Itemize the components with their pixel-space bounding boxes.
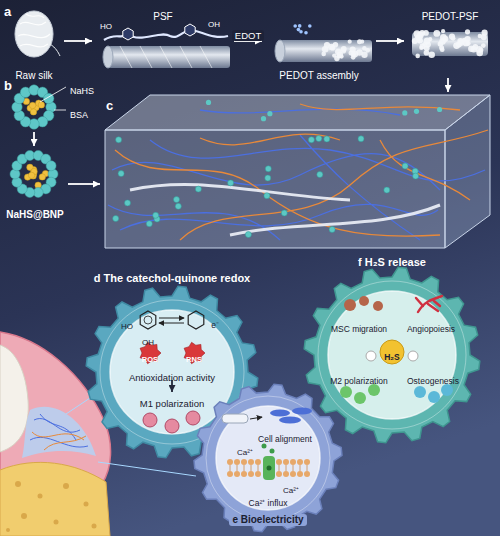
arrow-connector [171,380,173,392]
panel-title: e Bioelectricity [229,514,306,526]
node-label: PEDOT assembly [279,70,358,82]
node-label: Antioxidation activity [129,372,215,383]
annotation-label: Ca²⁺ [237,448,253,458]
item-box: Cell alignment [250,428,320,440]
node-label: Raw silk [15,70,52,82]
h2s-icons [340,296,453,404]
node-label: c [106,98,113,114]
raw-silk-cocoon [15,11,60,57]
arrow-connector [68,183,100,185]
node-label: PEDOT-PSF [422,11,479,23]
arrow-connector [64,40,92,42]
nanoparticles [10,85,66,198]
node-label: Angiopoiesis [407,324,455,334]
annotation-label: ROS [142,355,158,364]
node-label: PSF [153,11,172,23]
node-label: M2 polarization [330,376,388,386]
annotation-label: HO [121,322,133,332]
annotation-label: HO [100,22,112,32]
hydrogel-cube [105,95,490,248]
annotation-label: OH [208,20,220,30]
annotation-label: e⁻ [211,320,219,330]
node-label: Cell alignment [258,434,312,444]
node-label: NaHS@BNP [6,209,64,221]
node-label: H₂S [384,352,400,362]
item-box: MSC migration [326,318,392,330]
item-box: M1 polarization [127,392,217,406]
panel-title: d The catechol-quinone redox [94,272,250,285]
item-box: Antioxidation activity [114,366,230,380]
node-label: BSA [70,110,88,121]
annotation-label: RNS [186,355,202,364]
pedot-psf-fiber [412,29,488,58]
node-label: MSC migration [331,324,387,334]
node-label: Osteogenesis [407,376,459,386]
item-box: Angiopoiesis [402,318,460,330]
item-box: M2 polarization [324,370,394,382]
arrow-connector [376,40,404,42]
panel-title: f H₂S release [358,256,426,269]
pedot-assembly-fiber [275,24,372,62]
annotation-label: Ca²⁺ [283,486,299,496]
psf-fiber [103,24,230,68]
node-label: NaHS [70,86,94,97]
item-box: Osteogenesis [404,370,462,382]
annotation-label: a [4,4,11,20]
arrow-connector [33,132,35,146]
redox-icons [140,311,205,433]
edge-label: EDOT [232,30,264,41]
annotation-label: b [4,78,12,94]
node-label: Ca²⁺ influx [249,498,288,508]
node-label: M1 polarization [140,398,204,409]
arrow-connector [447,78,449,92]
annotation-label: OH [142,338,154,348]
bioelectric-icons [222,408,312,481]
